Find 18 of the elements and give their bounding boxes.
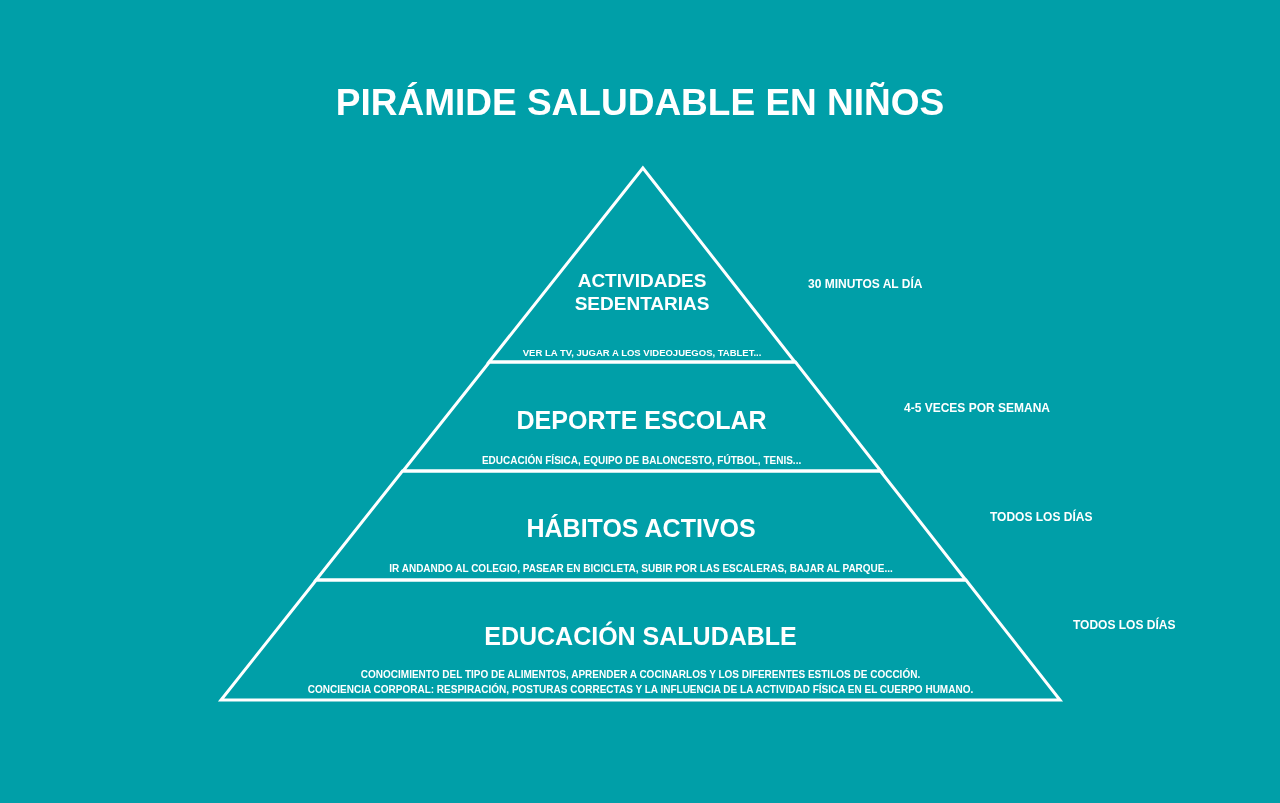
pyramid-tier — [221, 580, 1060, 700]
tier-heading: ACTIVIDADES SEDENTARIAS — [573, 268, 711, 315]
tier-description: CONCIENCIA CORPORAL: RESPIRACIÓN, POSTURAS CORRECTAS Y LA INFLUENCIA DE LA ACTIVIDAD FÍSICA EN EL CUERPO HUMANO. — [307, 684, 974, 696]
frequency-label: 30 MINUTOS AL DÍA — [808, 277, 923, 292]
frequency-label: TODOS LOS DÍAS — [1073, 618, 1176, 633]
tier-description: EDUCACIÓN FÍSICA, EQUIPO DE BALONCESTO, FÚTBOL, TENIS... — [481, 455, 802, 467]
tier-description: IR ANDANDO AL COLEGIO, PASEAR EN BICICLETA, SUBIR POR LAS ESCALERAS, BAJAR AL PARQUE... — [389, 563, 893, 575]
diagram-title: PIRÁMIDE SALUDABLE EN NIÑOS — [335, 81, 945, 125]
tier-description: VER LA TV, JUGAR A LOS VIDEOJUEGOS, TABLET... — [522, 347, 762, 359]
tier-description: CONOCIMIENTO DEL TIPO DE ALIMENTOS, APRENDER A COCINARLOS Y LOS DIFERENTES ESTILOS DE COCCIÓN. — [360, 669, 921, 681]
frequency-label: TODOS LOS DÍAS — [990, 510, 1093, 525]
tier-heading: EDUCACIÓN SALUDABLE — [484, 621, 797, 651]
tier-heading: DEPORTE ESCOLAR — [516, 405, 767, 435]
pyramid-tier — [316, 471, 966, 580]
tier-heading: HÁBITOS ACTIVOS — [526, 513, 756, 543]
frequency-label: 4-5 VECES POR SEMANA — [904, 401, 1051, 416]
pyramid-tier — [402, 362, 881, 471]
pyramid-tier — [489, 168, 796, 362]
